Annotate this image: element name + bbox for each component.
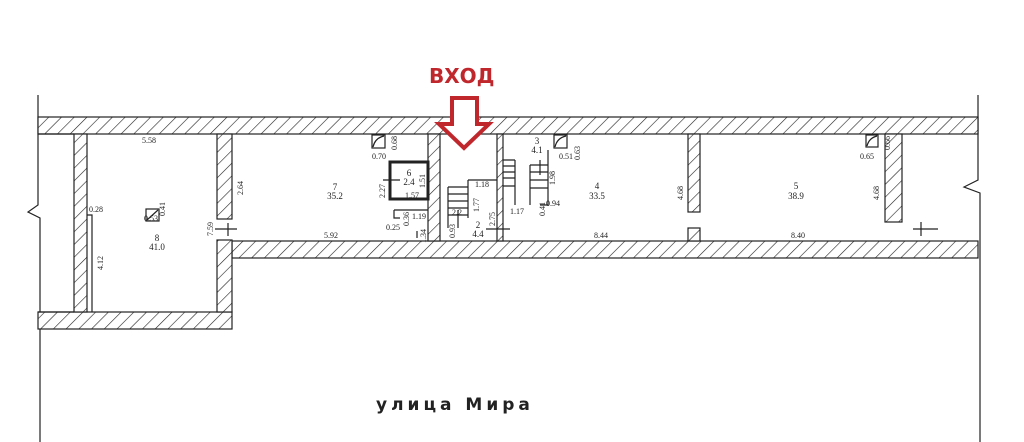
dimension-r6-h2: 1.51: [418, 174, 427, 188]
boundary-lines: [26, 95, 981, 442]
shaft-room5: [865, 134, 879, 148]
wall-4-5-lower: [687, 227, 701, 242]
room-8-area: 41.0: [149, 242, 165, 252]
dimension-r8-top: 5.58: [142, 136, 156, 145]
column-room8: [145, 208, 160, 222]
dimension-r7-bottom: 5.92: [324, 231, 338, 240]
wall-8-7-lower: [216, 239, 233, 313]
dimension-r7-left: 2.64: [236, 181, 245, 195]
right-break-line: [962, 95, 981, 442]
room-2-number: 2: [476, 220, 481, 230]
dimension-r6-w2: 1.19: [412, 212, 426, 221]
dimension-r2-a: 1.18: [475, 180, 489, 189]
room-2-area: 4.4: [472, 229, 484, 239]
dimension-r2-b: 1.77: [472, 198, 481, 212]
dimension-r3-a: 1.98: [548, 171, 557, 185]
dimension-r8-door: 7.59: [206, 222, 215, 236]
room-5-number: 5: [794, 181, 799, 191]
dimension-r3-d: 0.94: [546, 199, 560, 208]
bottom-wall-right: [231, 240, 979, 259]
shaft-room7: [371, 134, 386, 149]
dimension-r3-shaft-w: 0.51: [559, 152, 573, 161]
walls: [37, 116, 979, 330]
dimension-r5-shaft-h: 0.66: [883, 136, 892, 150]
room-6-number: 6: [407, 168, 412, 178]
dimension-r2-c: 0.93: [448, 224, 457, 238]
wall-2-3: [496, 133, 504, 242]
room-4-area: 33.5: [589, 191, 605, 201]
dimension-r4-h: 4.68: [676, 186, 685, 200]
dimension-r3-shaft-h: 0.63: [573, 146, 582, 160]
entry-label: ВХОД: [429, 64, 494, 88]
room8-left-wall: [73, 133, 88, 313]
bottom-wall-left: [37, 311, 233, 330]
dimension-r7-shaft-w: 0.70: [372, 152, 386, 161]
entry-arrow-icon: [434, 96, 494, 151]
dimension-r8-col-h: 0.41: [158, 202, 167, 216]
dimension-r6-h1: 2.27: [378, 184, 387, 198]
dimension-r8-col-w: 0.53: [144, 214, 158, 223]
street-label: улица Мира: [376, 395, 534, 415]
room-3-area: 4.1: [531, 145, 542, 155]
dimension-r2-d: 2.75: [488, 212, 497, 226]
dimension-r8-left: 4.12: [96, 256, 105, 270]
dimension-r8-notch: 0.28: [89, 205, 103, 214]
wall-7-2: [427, 133, 441, 242]
dimension-r6-b: 0.36: [402, 212, 411, 226]
wall-8-7-upper: [216, 133, 233, 220]
dimension-r3-b: 1.17: [510, 207, 524, 216]
dimension-r2-stair: 2.2: [452, 208, 462, 217]
room-7-area: 35.2: [327, 191, 343, 201]
wall-5-east: [884, 133, 903, 223]
room-7-number: 7: [333, 182, 338, 192]
top-wall: [37, 116, 979, 135]
dimension-labels: 5.58 4.12 0.28 0.53 0.41 7.59 2.64 5.92 …: [89, 136, 892, 270]
room-labels: 8 41.0 7 35.2 6 2.4 2 4.4 3 4.1 4 33.5 5…: [149, 136, 804, 252]
room-4-number: 4: [595, 181, 600, 191]
left-break-line: [26, 95, 41, 442]
fixtures: [87, 134, 938, 312]
dimension-r4-w: 8.44: [594, 231, 608, 240]
room-6-area: 2.4: [403, 177, 415, 187]
dimension-r5-h: 4.68: [872, 186, 881, 200]
dimension-r6-w: 1.57: [405, 191, 419, 200]
dimension-r6-c: 1.34: [419, 229, 428, 243]
room-5-area: 38.9: [788, 191, 804, 201]
dimension-r5-w: 8.40: [791, 231, 805, 240]
room-8-number: 8: [155, 233, 160, 243]
dimension-r5-shaft-w: 0.65: [860, 152, 874, 161]
dimension-r6-a: 0.25: [386, 223, 400, 232]
shaft-room3: [553, 134, 568, 149]
room-3-number: 3: [535, 136, 540, 146]
dimension-r3-c: 0.41: [538, 202, 547, 216]
dimension-r7-shaft-h: 0.68: [390, 136, 399, 150]
wall-4-5-upper: [687, 133, 701, 213]
